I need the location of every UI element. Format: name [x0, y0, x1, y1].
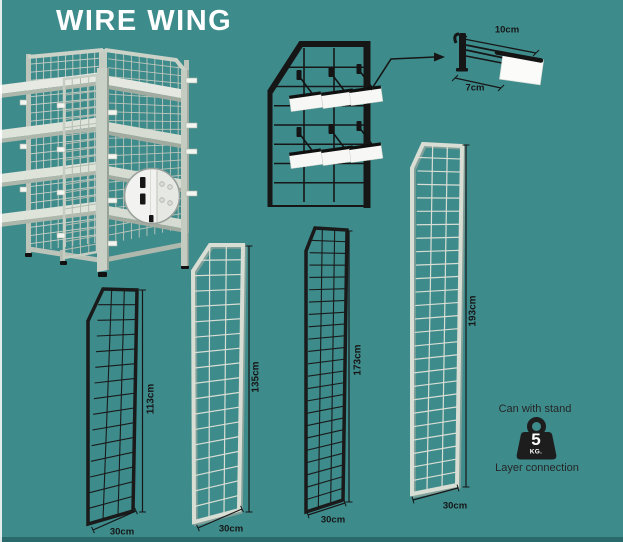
capacity-note-bottom: Layer connection — [495, 462, 579, 474]
panel-113-height-label: 113cm — [145, 383, 157, 415]
left-edge-artifact — [0, 0, 2, 542]
panel-193 — [410, 141, 470, 504]
footer-strip — [0, 537, 623, 542]
detail-callout — [123, 167, 181, 225]
weight-value: 5 — [531, 430, 541, 449]
panel-173-width-label: 30cm — [320, 514, 346, 526]
panel-135 — [190, 243, 253, 532]
panel-173 — [304, 226, 353, 519]
slot-cutout — [140, 193, 146, 205]
page-title: WIRE WING — [56, 5, 233, 37]
hook-length-label: 10cm — [494, 24, 520, 36]
slot-cutout — [149, 215, 154, 223]
panel-113 — [86, 287, 146, 534]
panel-135-height-label: 135cm — [250, 361, 262, 393]
panel-173-height-label: 173cm — [352, 344, 364, 376]
weight-icon — [516, 417, 557, 460]
shelf-unit-illustration — [0, 48, 198, 277]
weight-unit: KG. — [529, 448, 543, 456]
hook-depth-label: 7cm — [465, 82, 485, 94]
panel-135-width-label: 30cm — [218, 523, 244, 535]
panel-113-width-label: 30cm — [109, 526, 135, 538]
slot-cutout — [140, 177, 146, 188]
hook-detail-illustration — [451, 32, 545, 92]
price-tag-clips — [19, 77, 198, 247]
arrow-icon — [370, 52, 445, 91]
panel-193-height-label: 193cm — [467, 295, 479, 327]
capacity-note-top: Can with stand — [498, 403, 572, 415]
panel-193-width-label: 30cm — [442, 500, 468, 512]
display-panel-illustration — [267, 41, 384, 208]
